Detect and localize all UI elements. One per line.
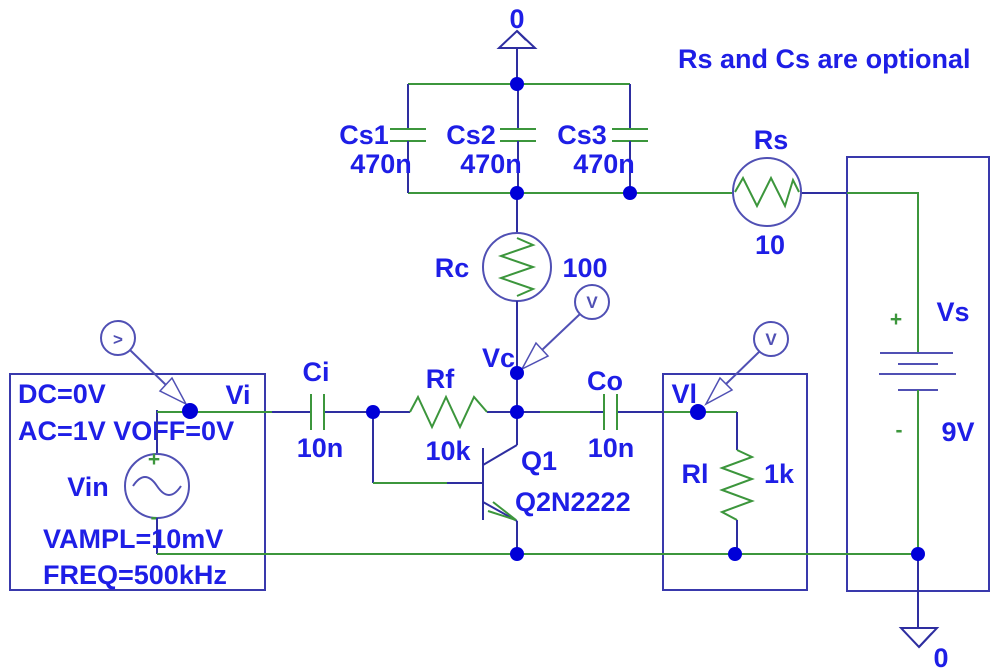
cs1-ref-label[interactable]: Cs1 [339, 120, 389, 150]
ground-bottom[interactable]: 0 [898, 554, 949, 672]
junction-dot [911, 547, 925, 561]
cs3-ref-label[interactable]: Cs3 [557, 120, 607, 150]
rf-ref-label[interactable]: Rf [426, 364, 455, 394]
co-ref-label[interactable]: Co [587, 366, 623, 396]
vin-plus-sign: + [148, 448, 160, 471]
capacitor-ci[interactable]: Ci 10n [297, 357, 344, 463]
junction-dot [182, 403, 198, 419]
rf-value-label[interactable]: 10k [425, 436, 471, 466]
vi-probe-arrowhead-icon[interactable] [158, 376, 188, 406]
vc-probe-glyph: V [586, 293, 598, 312]
junction-dot [366, 405, 380, 419]
rf-zigzag-icon[interactable] [409, 394, 488, 430]
vin-box-outline[interactable] [9, 373, 266, 591]
rc-value-label[interactable]: 100 [562, 253, 607, 283]
probe-vc[interactable]: V [520, 284, 610, 371]
net-label-vc[interactable]: Vc [482, 343, 515, 373]
junction-dot [623, 186, 637, 200]
junction-dot [510, 366, 524, 380]
q1-model-label[interactable]: Q2N2222 [515, 487, 631, 517]
rl-value-label[interactable]: 1k [764, 459, 795, 489]
q1-emitter-arrow-icon2 [487, 510, 517, 521]
ground-top-label: 0 [509, 4, 524, 34]
junction-dot [690, 404, 706, 420]
vs-minus-sign: - [896, 419, 903, 442]
capacitor-cs1[interactable]: Cs1 470n [339, 84, 426, 193]
vc-probe-arrowhead-icon[interactable] [520, 341, 550, 371]
ground-bottom-icon-hatch [918, 632, 933, 648]
net-label-vi[interactable]: Vi [225, 380, 250, 410]
annotation-note[interactable]: Rs and Cs are optional [678, 44, 971, 74]
cs3-value-label[interactable]: 470n [573, 149, 635, 179]
vl-probe-arrowhead-icon[interactable] [704, 376, 734, 406]
resistor-rs[interactable]: Rs 10 [732, 125, 847, 260]
rs-zigzag-icon[interactable] [734, 175, 800, 209]
cs2-ref-label[interactable]: Cs2 [446, 120, 496, 150]
probe-vl[interactable]: V [704, 321, 789, 406]
vi-probe-glyph: > [113, 330, 123, 349]
rc-ref-label[interactable]: Rc [435, 253, 470, 283]
vl-probe-arrow-line[interactable] [725, 350, 761, 385]
junction-dot [510, 405, 524, 419]
q1-emitter-arrow-icon [492, 501, 517, 521]
vs-ref-label[interactable]: Vs [936, 297, 969, 327]
vin-param-ac[interactable]: AC=1V VOFF=0V [18, 416, 234, 446]
rs-body-icon[interactable] [732, 157, 802, 227]
rc-zigzag-icon[interactable] [497, 237, 537, 297]
vi-probe-circle-icon[interactable] [100, 320, 136, 356]
rs-ref-label[interactable]: Rs [754, 125, 789, 155]
ground-top-icon-hatch [516, 30, 527, 41]
ground-bottom-label: 0 [933, 643, 948, 672]
capacitor-cs2[interactable]: Cs2 470n [446, 84, 536, 193]
vs-plus-sign: + [890, 308, 902, 331]
ground-bottom-icon[interactable] [898, 627, 940, 649]
ground-top[interactable]: 0 [496, 4, 538, 84]
q1-ref-label[interactable]: Q1 [521, 446, 557, 476]
capacitor-bank[interactable]: Cs1 470n Cs2 470n Cs3 470n [339, 83, 733, 194]
vs-top-wire[interactable] [847, 192, 919, 353]
vc-probe-arrow-line[interactable] [541, 313, 581, 351]
vin-ref-label[interactable]: Vin [67, 472, 109, 502]
probe-vi[interactable]: > [100, 320, 188, 406]
vin-param-vampl[interactable]: VAMPL=10mV [43, 524, 223, 554]
vin-sine-icon [132, 476, 182, 496]
cs2-value-label[interactable]: 470n [460, 149, 522, 179]
ci-ref-label[interactable]: Ci [303, 357, 330, 387]
cs1-value-label[interactable]: 470n [350, 149, 412, 179]
vl-probe-glyph: V [765, 330, 777, 349]
vs-value-label[interactable]: 9V [941, 417, 974, 447]
vc-probe-circle-icon[interactable] [574, 284, 610, 320]
junction-dots [182, 77, 925, 561]
transistor-q1[interactable]: Q1 Q2N2222 [372, 412, 631, 554]
net-label-vl[interactable]: Vl [671, 379, 697, 409]
rs-value-label[interactable]: 10 [755, 230, 785, 260]
q1-collector-diagonal-icon[interactable] [482, 444, 518, 466]
vin-minus-sign: - [151, 506, 158, 529]
ci-value-label[interactable]: 10n [297, 433, 344, 463]
supply-box[interactable]: + Vs - 9V [846, 156, 990, 592]
junction-dot [510, 186, 524, 200]
rl-ref-label[interactable]: Rl [682, 459, 709, 489]
vs-battery-icon[interactable] [879, 352, 956, 391]
capacitor-co[interactable]: Co 10n [587, 366, 634, 463]
resistor-rf[interactable]: Rf 10k [409, 364, 488, 466]
vin-source-box[interactable]: DC=0V Vi AC=1V VOFF=0V Vin + - VAMPL=10m… [9, 373, 266, 591]
junction-dot [728, 547, 742, 561]
junction-dot [510, 77, 524, 91]
vin-param-freq[interactable]: FREQ=500kHz [43, 560, 227, 590]
junction-dot [510, 547, 524, 561]
rl-zigzag-icon[interactable] [719, 449, 755, 521]
vl-probe-circle-icon[interactable] [753, 321, 789, 357]
resistor-rc[interactable]: Rc 100 [435, 193, 608, 412]
vi-probe-arrow-line[interactable] [129, 349, 167, 386]
co-value-label[interactable]: 10n [588, 433, 635, 463]
capacitor-cs3[interactable]: Cs3 470n [557, 84, 648, 193]
rc-body-icon[interactable] [482, 232, 552, 302]
vin-param-dc[interactable]: DC=0V [18, 379, 106, 409]
